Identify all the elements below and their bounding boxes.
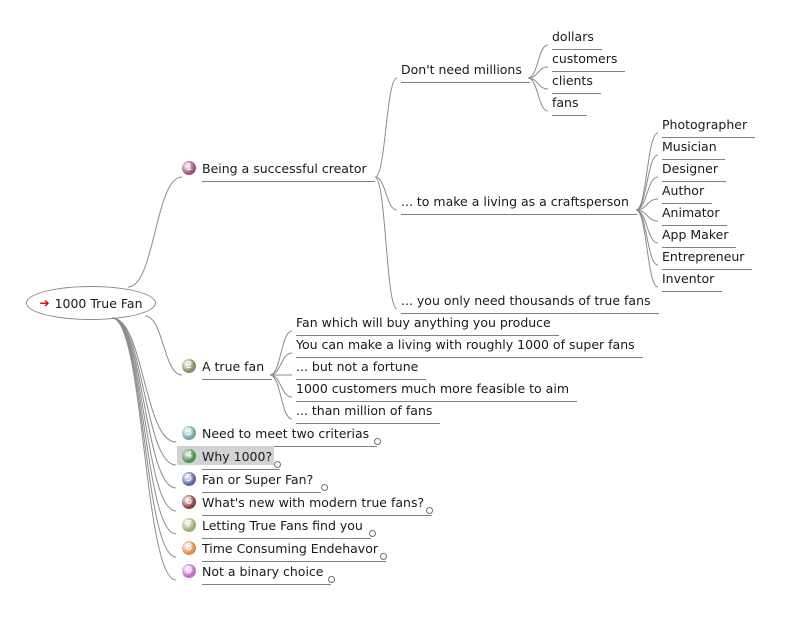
connector-line: [635, 176, 659, 211]
priority-9-icon: 9: [182, 564, 196, 578]
priority-2-icon: 2: [182, 359, 196, 373]
collapsed-node-icon[interactable]: [426, 507, 433, 514]
connector-line: [269, 352, 293, 376]
node-fan-buys-anything[interactable]: Fan which will buy anything you produce: [296, 315, 559, 336]
node-dollars[interactable]: dollars: [552, 29, 602, 50]
node-customers[interactable]: customers: [552, 51, 626, 72]
priority-7-icon: 7: [182, 518, 196, 532]
node-entrepreneur[interactable]: Entrepreneur: [662, 249, 753, 270]
node-photographer[interactable]: Photographer: [662, 117, 756, 138]
link-arrow-icon: ➔: [39, 296, 50, 310]
connector-line: [269, 330, 293, 376]
connector-line: [111, 317, 177, 466]
branch-label: A true fan: [202, 359, 273, 380]
branch-label: Need to meet two criterias: [202, 426, 378, 447]
connector-line: [374, 176, 398, 310]
node-designer[interactable]: Designer: [662, 161, 726, 182]
connector-line: [269, 374, 293, 398]
priority-4-icon: 4: [182, 449, 196, 463]
node-musician[interactable]: Musician: [662, 139, 725, 160]
branch-label: Why 1000?: [202, 449, 281, 470]
node-than-million[interactable]: ... than million of fans: [296, 403, 441, 424]
branch-label: Fan or Super Fan?: [202, 472, 322, 493]
connector-line: [635, 209, 659, 266]
connector-line: [374, 176, 398, 211]
connector-line: [374, 77, 398, 178]
node-fans[interactable]: fans: [552, 95, 587, 116]
collapsed-node-icon[interactable]: [274, 461, 281, 468]
connector-line: [635, 132, 659, 211]
node-not-a-fortune[interactable]: ... but not a fortune: [296, 359, 427, 380]
branch-label: Letting True Fans find you: [202, 518, 371, 539]
connector-line: [269, 374, 293, 420]
node-1000-customers[interactable]: 1000 customers much more feasible to aim: [296, 381, 577, 402]
connector-line: [144, 315, 183, 376]
priority-6-icon: 6: [182, 495, 196, 509]
node-app-maker[interactable]: App Maker: [662, 227, 737, 248]
connector-line: [127, 176, 183, 288]
collapsed-node-icon[interactable]: [374, 438, 381, 445]
collapsed-node-icon[interactable]: [380, 553, 387, 560]
connector-line: [111, 317, 177, 489]
collapsed-node-icon[interactable]: [369, 530, 376, 537]
priority-5-icon: 5: [182, 472, 196, 486]
priority-1-icon: 1: [182, 161, 196, 175]
root-node[interactable]: ➔ 1000 True Fan: [26, 286, 156, 320]
connector-line: [527, 77, 549, 112]
connector-line: [635, 198, 659, 211]
connector-line: [111, 317, 177, 535]
connector-line: [111, 317, 177, 581]
selection-highlight: [177, 446, 274, 465]
node-craftsperson[interactable]: ... to make a living as a craftsperson: [401, 194, 637, 215]
branch-label: Not a binary choice: [202, 564, 332, 585]
node-author[interactable]: Author: [662, 183, 713, 204]
node-inventor[interactable]: Inventor: [662, 271, 723, 292]
collapsed-node-icon[interactable]: [321, 484, 328, 491]
root-label: 1000 True Fan: [54, 295, 143, 311]
node-dont-need-millions[interactable]: Don't need millions: [401, 62, 530, 83]
priority-8-icon: 8: [182, 541, 196, 555]
branch-label: Being a successful creator: [202, 161, 375, 182]
connector-line: [635, 209, 659, 288]
collapsed-node-icon[interactable]: [328, 576, 335, 583]
connector-line: [635, 154, 659, 211]
node-make-a-living[interactable]: You can make a living with roughly 1000 …: [296, 337, 643, 358]
connector-line: [527, 66, 549, 79]
branch-label: Time Consuming Endehavor: [202, 541, 386, 562]
branch-label: What's new with modern true fans?: [202, 495, 433, 516]
node-animator[interactable]: Animator: [662, 205, 728, 226]
priority-3-icon: 3: [182, 426, 196, 440]
node-clients[interactable]: clients: [552, 73, 601, 94]
node-thousands-of-true-fans[interactable]: ... you only need thousands of true fans: [401, 293, 659, 314]
connector-line: [527, 44, 549, 79]
